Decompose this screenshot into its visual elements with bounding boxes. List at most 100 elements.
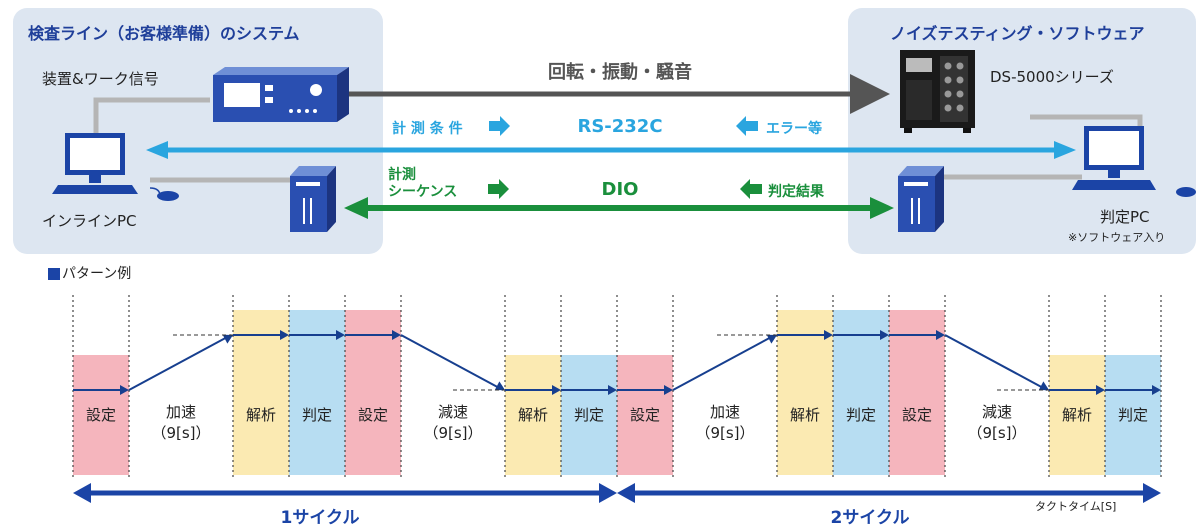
profile-arrowhead	[766, 334, 777, 344]
pattern-cell-name: 解析	[1061, 406, 1092, 424]
cycle1-label: 1サイクル	[280, 508, 360, 528]
dio-left-arrow-icon	[740, 179, 762, 199]
profile-arrowhead	[1038, 381, 1049, 391]
pattern-cell-label: 設定	[345, 404, 401, 425]
pattern-cell-label: 判定	[561, 404, 617, 425]
pattern-cell-name: 判定	[301, 406, 332, 424]
cell-block-analysis	[777, 310, 833, 475]
pattern-cell-label: 解析	[777, 404, 833, 425]
pattern-cell-label: 減速 （9[s]）	[401, 401, 505, 443]
cell-block-analysis	[505, 355, 561, 475]
pattern-cell-label: 解析	[233, 404, 289, 425]
inline-tower-icon	[290, 166, 336, 232]
signal-link-label: 回転・振動・騒音	[548, 62, 692, 83]
cycle2-arrow-head-right	[1143, 483, 1161, 503]
pattern-cell-label: 設定	[617, 404, 673, 425]
cycle2-label: 2サイクル	[830, 508, 910, 528]
profile-arrowhead	[222, 334, 233, 344]
profile-arrowhead	[336, 330, 345, 340]
pattern-square-icon	[48, 268, 60, 280]
pattern-cell-name: 設定	[85, 406, 116, 424]
profile-arrowhead	[494, 381, 505, 391]
cell-block-setting	[617, 355, 673, 475]
dio-left-label-line1: 計測	[388, 167, 416, 183]
inline-pc-icon	[52, 133, 179, 201]
judge-pc-note: ※ソフトウェア入り	[1068, 231, 1166, 244]
cycle1-arrow-head-right	[599, 483, 617, 503]
pattern-cell-name: 設定	[357, 406, 388, 424]
profile-arrowhead	[664, 385, 673, 395]
profile-arrowhead	[280, 330, 289, 340]
pattern-cell-name: 設定	[629, 406, 660, 424]
pattern-cell-label: 判定	[1105, 404, 1161, 425]
rs232c-name: RS-232C	[577, 116, 663, 137]
pattern-cell-name: 判定	[1117, 406, 1148, 424]
pattern-title: パターン例	[62, 266, 132, 282]
pattern-cell-label: 加速（9[s]）	[673, 401, 777, 443]
pattern-cell-duration: （9[s]）	[423, 424, 483, 442]
cycle1-arrow-head-left	[73, 483, 91, 503]
timeline-diagram	[72, 295, 1162, 503]
dio-left-label-line2: シーケンス	[388, 184, 458, 200]
rs232c-left-arrow-icon	[736, 116, 758, 136]
pattern-cell-name: 判定	[845, 406, 876, 424]
cell-block-judge	[289, 310, 345, 475]
system-panel-title: 検査ライン（お客様準備）のシステム	[28, 24, 300, 43]
rs232c-right-label: エラー等	[766, 121, 822, 137]
profile-arrowhead	[392, 330, 401, 340]
pattern-cell-label: 解析	[1049, 404, 1105, 425]
profile-segment	[128, 334, 232, 391]
profile-arrowhead	[1096, 385, 1105, 395]
ds5000-device-icon	[900, 50, 975, 133]
profile-arrowhead	[1152, 385, 1161, 395]
pattern-cell-label: 減速（9[s]）	[945, 401, 1049, 443]
software-panel-title: ノイズテスティング・ソフトウェア	[890, 24, 1145, 43]
cell-block-judge	[1105, 355, 1161, 475]
profile-segment	[400, 334, 504, 391]
profile-arrowhead	[936, 330, 945, 340]
dio-arrow	[344, 197, 894, 219]
profile-segment	[944, 334, 1048, 391]
rs232c-right-arrow-icon	[489, 116, 510, 136]
pattern-cell-label: 判定	[833, 404, 889, 425]
dio-right-arrow-icon	[488, 179, 509, 199]
pattern-cell-label: 加速 （9[s]）	[129, 401, 233, 443]
pattern-cell-name: 判定	[573, 406, 604, 424]
pattern-cell-name: 減速	[437, 403, 468, 421]
cycle2-arrow-head-left	[617, 483, 635, 503]
profile-arrowhead	[552, 385, 561, 395]
cell-block-setting	[345, 310, 401, 475]
dio-name: DIO	[601, 179, 639, 200]
cell-block-judge	[561, 355, 617, 475]
profile-arrowhead	[880, 330, 889, 340]
device-label: 装置&ワーク信号	[42, 70, 159, 88]
inline-pc-label: インラインPC	[42, 212, 137, 230]
pattern-cell-name: 解析	[245, 406, 276, 424]
profile-arrowhead	[824, 330, 833, 340]
cell-block-setting	[889, 310, 945, 475]
pattern-cell-label: 設定	[889, 404, 945, 425]
judge-pc-label: 判定PC	[1100, 208, 1150, 226]
profile-arrowhead	[608, 385, 617, 395]
profile-segment	[672, 334, 776, 391]
pattern-cell-duration: （9[s]）	[695, 424, 755, 442]
cell-block-analysis	[233, 310, 289, 475]
rs232c-left-label: 計 測 条 件	[392, 121, 463, 137]
pattern-cell-name: 減速	[981, 403, 1012, 421]
signal-device-icon	[213, 67, 349, 122]
pattern-cell-duration: （9[s]）	[151, 424, 211, 442]
pattern-cell-label: 設定	[73, 404, 129, 425]
pattern-cell-name: 解析	[517, 406, 548, 424]
cell-block-analysis	[1049, 355, 1105, 475]
cell-block-judge	[833, 310, 889, 475]
pattern-cell-label: 判定	[289, 404, 345, 425]
tact-time-label: タクトタイム[S]	[1035, 500, 1117, 513]
judge-pc-icon	[1072, 126, 1196, 197]
rs232c-arrow	[146, 141, 1076, 159]
pattern-cell-name: 解析	[789, 406, 820, 424]
dio-right-label: 判定結果	[768, 184, 824, 200]
judge-tower-icon	[898, 166, 944, 232]
connection-diagram	[52, 50, 1196, 232]
pattern-cell-name: 加速	[165, 403, 196, 421]
pattern-cell-label: 解析	[505, 404, 561, 425]
